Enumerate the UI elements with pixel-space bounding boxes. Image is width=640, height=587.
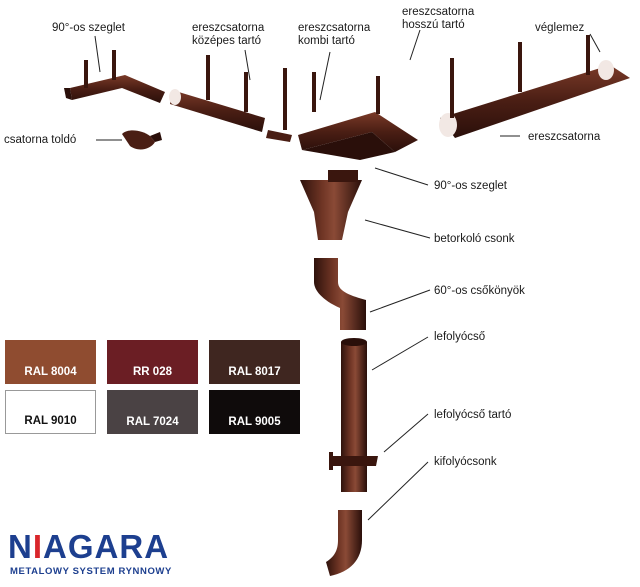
color-swatch: RAL 8004 xyxy=(5,340,96,384)
gutter-joint-piece xyxy=(122,130,162,150)
corner-gutter-left xyxy=(64,50,165,103)
color-swatch: RAL 9005 xyxy=(209,390,300,434)
label-elbow: 60°-os csőkönyök xyxy=(434,285,525,297)
color-swatch: RAL 9010 xyxy=(5,390,96,434)
gutter-middle-section xyxy=(169,55,265,132)
gutter-long xyxy=(439,35,630,138)
label-gutter-joint: csatorna toldó xyxy=(4,134,77,146)
color-swatch: RAL 7024 xyxy=(107,390,198,434)
label-end-cap: véglemez xyxy=(535,22,585,34)
label-middle-holder: ereszcsatorna középes tartó xyxy=(192,22,265,47)
brand-tagline: METALOWY SYSTEM RYNNOWY xyxy=(10,566,172,577)
callout-lines xyxy=(94,29,601,521)
label-pipe-holder: lefolyócső tartó xyxy=(434,409,512,421)
elbow-60 xyxy=(314,258,366,330)
downpipe-pipe xyxy=(329,338,378,492)
color-swatch: RR 028 xyxy=(107,340,198,384)
color-swatch: RAL 8017 xyxy=(209,340,300,384)
label-shoe: kifolyócsonk xyxy=(434,456,497,468)
brand-logo: NIAGARA xyxy=(8,528,170,565)
color-swatch-label: RR 028 xyxy=(133,366,172,378)
label-downpipe: lefolyócső xyxy=(434,331,486,343)
label-gutter: ereszcsatorna xyxy=(528,131,601,143)
combi-holder xyxy=(266,68,316,142)
corner-gutter-center xyxy=(298,76,418,160)
label-corner-top: 90°-os szeglet xyxy=(52,22,125,34)
color-swatch-label: RAL 8017 xyxy=(228,366,281,378)
shoe-outlet xyxy=(326,510,362,576)
color-swatch-label: RAL 9005 xyxy=(228,416,281,428)
color-swatch-label: RAL 9010 xyxy=(24,415,77,427)
label-outlet: betorkoló csonk xyxy=(434,233,515,245)
label-combi-holder: ereszcsatorna kombi tartó xyxy=(298,22,371,47)
color-swatch-label: RAL 7024 xyxy=(126,416,179,428)
label-long-holder: ereszcsatorna hosszú tartó xyxy=(402,6,475,31)
color-swatch-label: RAL 8004 xyxy=(24,366,77,378)
label-corner-right: 90°-os szeglet xyxy=(434,180,507,192)
outlet-funnel xyxy=(300,170,362,240)
